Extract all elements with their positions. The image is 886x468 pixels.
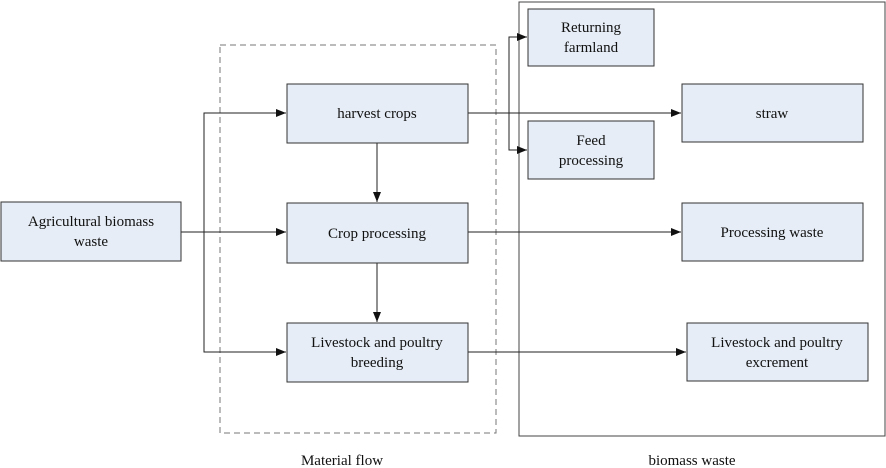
node-livestock-excrement-line2: excrement (746, 355, 809, 371)
edge-harvest-to-feed (508, 113, 527, 154)
node-returning-farmland-line2: farmland (564, 40, 619, 56)
edge-agri-to-livestock (203, 232, 286, 356)
material-flow-group (219, 44, 497, 434)
node-livestock-excrement: Livestock and poultry excrement (686, 322, 869, 382)
node-agricultural-biomass-waste-line2: waste (74, 234, 108, 250)
edge-agri-to-harvest (181, 109, 286, 233)
label-biomass-waste: biomass waste (648, 453, 735, 468)
node-crop-processing: Crop processing (286, 202, 469, 264)
node-harvest-crops: harvest crops (286, 83, 469, 144)
node-processing-waste-label: Processing waste (721, 225, 824, 241)
node-straw-label: straw (756, 106, 789, 122)
node-straw: straw (681, 83, 864, 143)
node-agricultural-biomass-waste-line1: Agricultural biomass (28, 214, 154, 230)
node-feed-processing-line2: processing (559, 153, 624, 169)
node-livestock-excrement-line1: Livestock and poultry (711, 335, 843, 351)
node-returning-farmland: Returning farmland (527, 8, 655, 67)
node-crop-processing-label: Crop processing (328, 226, 426, 242)
node-processing-waste: Processing waste (681, 202, 864, 262)
edge-harvest-to-returning (508, 33, 527, 113)
node-livestock-breeding: Livestock and poultry breeding (286, 322, 469, 383)
biomass-waste-group (518, 1, 886, 437)
node-feed-processing-line1: Feed (576, 133, 606, 149)
node-livestock-breeding-line2: breeding (351, 355, 404, 371)
node-feed-processing: Feed processing (527, 120, 655, 180)
node-agricultural-biomass-waste: Agricultural biomass waste (0, 201, 182, 262)
node-returning-farmland-line1: Returning (561, 20, 621, 36)
label-material-flow: Material flow (301, 453, 383, 468)
node-livestock-breeding-line1: Livestock and poultry (311, 335, 443, 351)
node-harvest-crops-label: harvest crops (337, 106, 417, 122)
